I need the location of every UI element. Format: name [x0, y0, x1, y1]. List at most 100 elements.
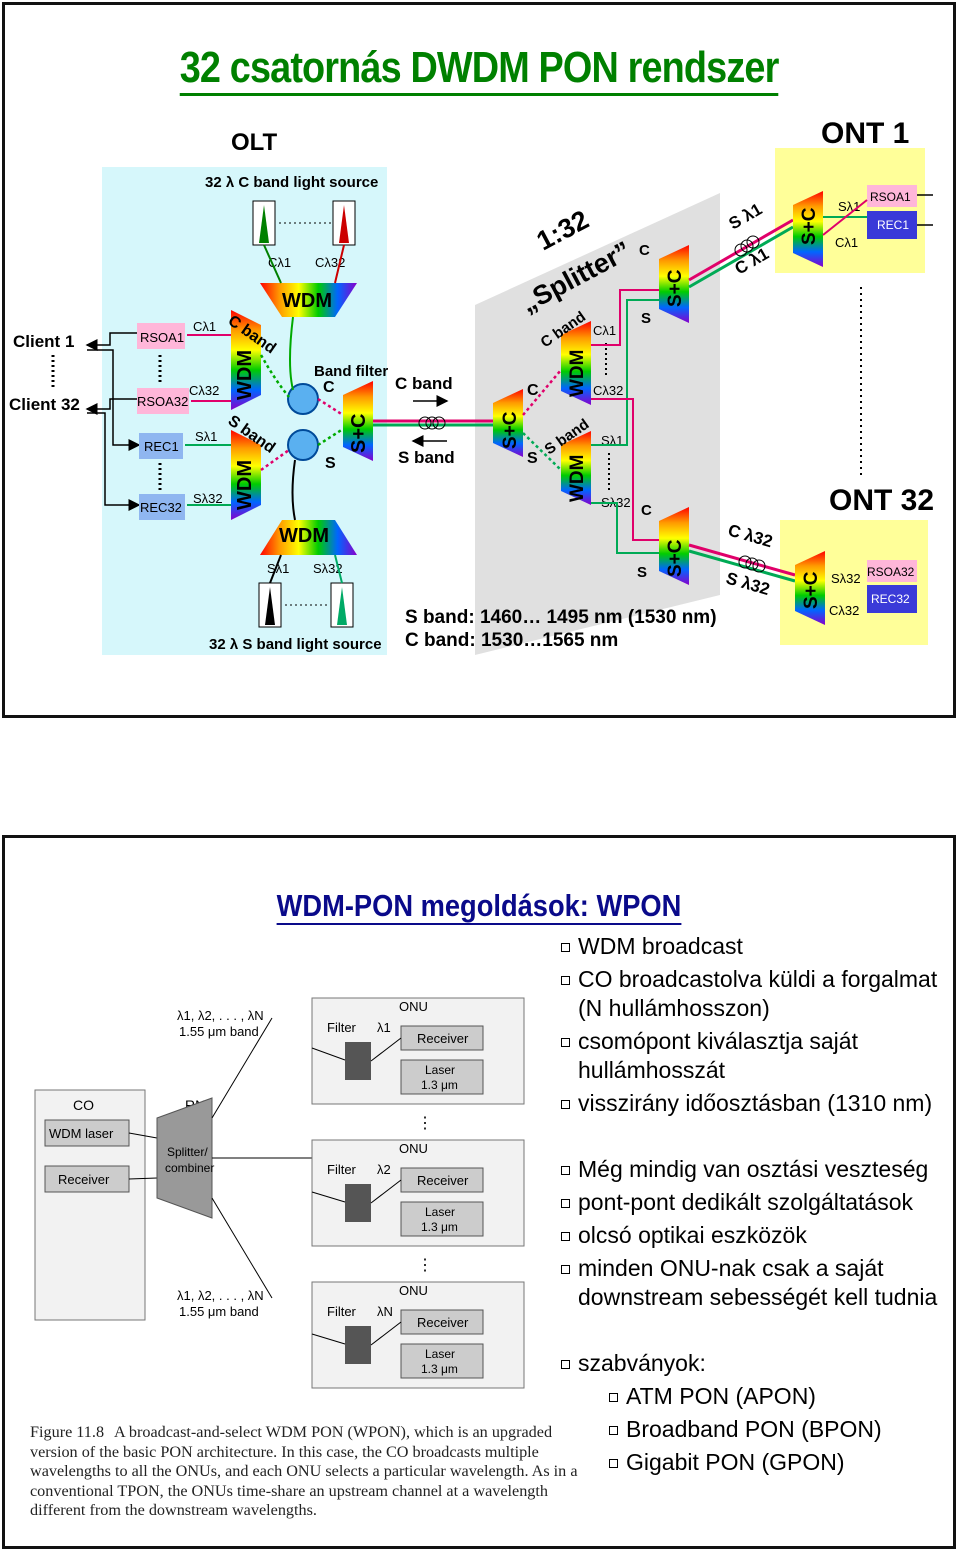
- svg-text:λ1, λ2, . . . , λN: λ1, λ2, . . . , λN: [177, 1008, 264, 1023]
- wpon-figure: CO WDM laser Receiver RN Splitter/ combi…: [27, 988, 547, 1408]
- svg-text:Sλ1: Sλ1: [267, 561, 289, 576]
- svg-text:1.3 μm: 1.3 μm: [421, 1362, 458, 1376]
- olt-wdm-c: [231, 310, 261, 410]
- list-item: pont-pont dedikált szolgáltatások: [560, 1188, 949, 1217]
- svg-text:ONU: ONU: [399, 1283, 428, 1298]
- svg-text:S: S: [641, 310, 651, 327]
- svg-text:Receiver: Receiver: [417, 1173, 469, 1188]
- wdm-top-c-l32: Cλ32: [315, 255, 345, 270]
- list-item: ATM PON (APON): [608, 1382, 949, 1411]
- list-item: olcsó optikai eszközök: [560, 1221, 949, 1250]
- svg-text:RSOA32: RSOA32: [867, 565, 915, 579]
- list-item: csomópont kiválasztja saját hullámhosszá…: [560, 1027, 949, 1085]
- svg-text:WDM: WDM: [234, 350, 256, 400]
- svg-text:Receiver: Receiver: [417, 1315, 469, 1330]
- circulator-s: [287, 429, 319, 461]
- svg-text:S: S: [325, 455, 336, 472]
- slide-wpon: WDM-PON megoldások: WPON CO WDM laser Re…: [2, 835, 956, 1549]
- onu-2: ONU Filter λ2 Receiver Laser 1.3 μm: [311, 1139, 525, 1247]
- svg-text:ONU: ONU: [399, 1141, 428, 1156]
- svg-text:RSOA1: RSOA1: [870, 190, 911, 204]
- onu-1: ONU Filter λ1 Receiver Laser 1.3 μm: [311, 997, 525, 1105]
- splitter-splusc: [493, 389, 523, 457]
- rec32-label: REC32: [140, 500, 182, 515]
- svg-text:Filter: Filter: [327, 1304, 357, 1319]
- svg-text:Cλ1: Cλ1: [835, 235, 858, 250]
- svg-text:C λ32: C λ32: [726, 521, 775, 552]
- svg-text:Sλ32: Sλ32: [831, 571, 861, 586]
- list-item: Broadband PON (BPON): [608, 1415, 949, 1444]
- svg-text:S: S: [637, 564, 647, 581]
- svg-text:C: C: [527, 382, 539, 399]
- svg-text:1.55 μm band: 1.55 μm band: [179, 1024, 259, 1039]
- c-band-range: C band: 1530…1565 nm: [405, 630, 618, 651]
- dwdm-diagram: OLT 32 λ C band light source 32 λ S band…: [9, 117, 934, 655]
- rsoa32-label: RSOA32: [137, 394, 188, 409]
- olt-splusc: [343, 381, 373, 461]
- svg-text:REC32: REC32: [871, 592, 910, 606]
- rsoa1-box: [137, 323, 185, 349]
- svg-text:WDM laser: WDM laser: [49, 1126, 114, 1141]
- rsoa32-box: [137, 388, 189, 414]
- svg-text:CO: CO: [73, 1097, 94, 1113]
- rsoa1-label: RSOA1: [140, 330, 184, 345]
- ont32-splusc: [795, 551, 825, 625]
- onu-n: ONU Filter λN Receiver Laser 1.3 μm: [311, 1281, 525, 1389]
- olt-c-l1: Cλ1: [193, 319, 216, 334]
- svg-text:WDM: WDM: [567, 455, 588, 502]
- ont1-label: ONT 1: [821, 117, 909, 150]
- s-source-label: 32 λ S band light source: [209, 636, 382, 653]
- svg-text:S+C: S+C: [348, 414, 370, 453]
- svg-text:WDM: WDM: [234, 460, 256, 510]
- svg-text:C: C: [639, 242, 650, 259]
- ont32-rec: [867, 585, 917, 613]
- olt-wdm-top: [260, 283, 357, 317]
- olt-s-l1: Sλ1: [195, 429, 217, 444]
- svg-text:Cλ1: Cλ1: [593, 323, 616, 338]
- svg-text:Filter: Filter: [327, 1020, 357, 1035]
- client32-label: Client 32: [9, 395, 80, 414]
- s-band-range: S band: 1460… 1495 nm (1530 nm): [405, 607, 717, 628]
- olt-c-l32: Cλ32: [189, 383, 219, 398]
- list-item: Gigabit PON (GPON): [608, 1448, 949, 1477]
- list-item: minden ONU-nak csak a saját downstream s…: [560, 1254, 949, 1312]
- svg-text:⋮: ⋮: [417, 1257, 433, 1274]
- svg-text:Sλ1: Sλ1: [838, 199, 860, 214]
- ont1-rsoa: [867, 185, 917, 207]
- olt-s-l32: Sλ32: [193, 491, 223, 506]
- svg-text:Laser: Laser: [425, 1205, 455, 1219]
- list-item: visszirány időosztásban (1310 nm): [560, 1089, 949, 1118]
- rec32-box: [139, 494, 185, 520]
- svg-text:λ1: λ1: [377, 1020, 391, 1035]
- svg-text:WDM: WDM: [279, 525, 329, 547]
- olt-wdm-s: [231, 430, 261, 520]
- list-item: CO broadcastolva küldi a forgalmat (N hu…: [560, 965, 949, 1023]
- splitter-wdm-c: [561, 321, 591, 405]
- trunk-s-band: S band: [398, 448, 455, 467]
- svg-text:1.55 μm band: 1.55 μm band: [179, 1304, 259, 1319]
- svg-text:S: S: [527, 450, 538, 467]
- olt-label: OLT: [231, 129, 278, 156]
- ont32-rsoa: [867, 560, 917, 582]
- svg-text:1.3 μm: 1.3 μm: [421, 1078, 458, 1092]
- svg-text:S+C: S+C: [665, 269, 686, 307]
- slide-title: 32 csatornás DWDM PON rendszer: [5, 43, 953, 96]
- svg-text:Splitter/: Splitter/: [167, 1145, 208, 1159]
- svg-text:C: C: [641, 502, 652, 519]
- splitter-combiner: [156, 1097, 213, 1219]
- bullet-list: WDM broadcast CO broadcastolva küldi a f…: [561, 932, 949, 1481]
- svg-text:S+C: S+C: [801, 571, 822, 609]
- ont1-rec: [867, 211, 917, 239]
- svg-text:S+C: S+C: [665, 539, 686, 577]
- c-source-label: 32 λ C band light source: [205, 174, 378, 191]
- svg-text:WDM: WDM: [567, 350, 588, 397]
- svg-text:⋮: ⋮: [417, 1115, 433, 1132]
- svg-text:λN: λN: [377, 1304, 393, 1319]
- ont32-heading: ONT 32: [829, 484, 934, 517]
- svg-text:Receiver: Receiver: [58, 1172, 110, 1187]
- svg-text:Cλ32: Cλ32: [829, 603, 859, 618]
- svg-text:Sλ32: Sλ32: [313, 561, 343, 576]
- svg-text:Receiver: Receiver: [417, 1031, 469, 1046]
- svg-text:λ2: λ2: [377, 1162, 391, 1177]
